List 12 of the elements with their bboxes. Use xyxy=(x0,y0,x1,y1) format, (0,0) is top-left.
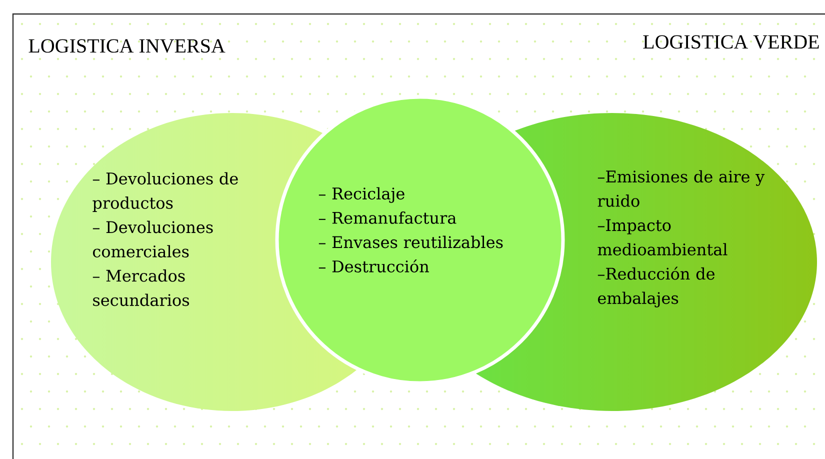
list-item: – Devoluciones de productos xyxy=(92,172,238,212)
heading: LOGISTICA VERDE xyxy=(643,35,819,49)
list-item: – Envases reutilizables xyxy=(318,236,503,248)
list-item: – Remanufactura xyxy=(318,212,456,224)
list-item: – Devoluciones comerciales xyxy=(92,220,213,258)
list-item: –Impacto medioambiental xyxy=(598,219,728,256)
list-item: – Destrucción xyxy=(318,259,429,272)
list-item: – Mercados secundarios xyxy=(92,269,190,306)
list-item: –Reducción de embalajes xyxy=(598,266,714,308)
heading: LOGISTICA INVERSA xyxy=(28,39,226,53)
list-item: – Reciclaje xyxy=(318,187,404,203)
list-item: –Emisiones de aire y ruido xyxy=(598,170,765,207)
